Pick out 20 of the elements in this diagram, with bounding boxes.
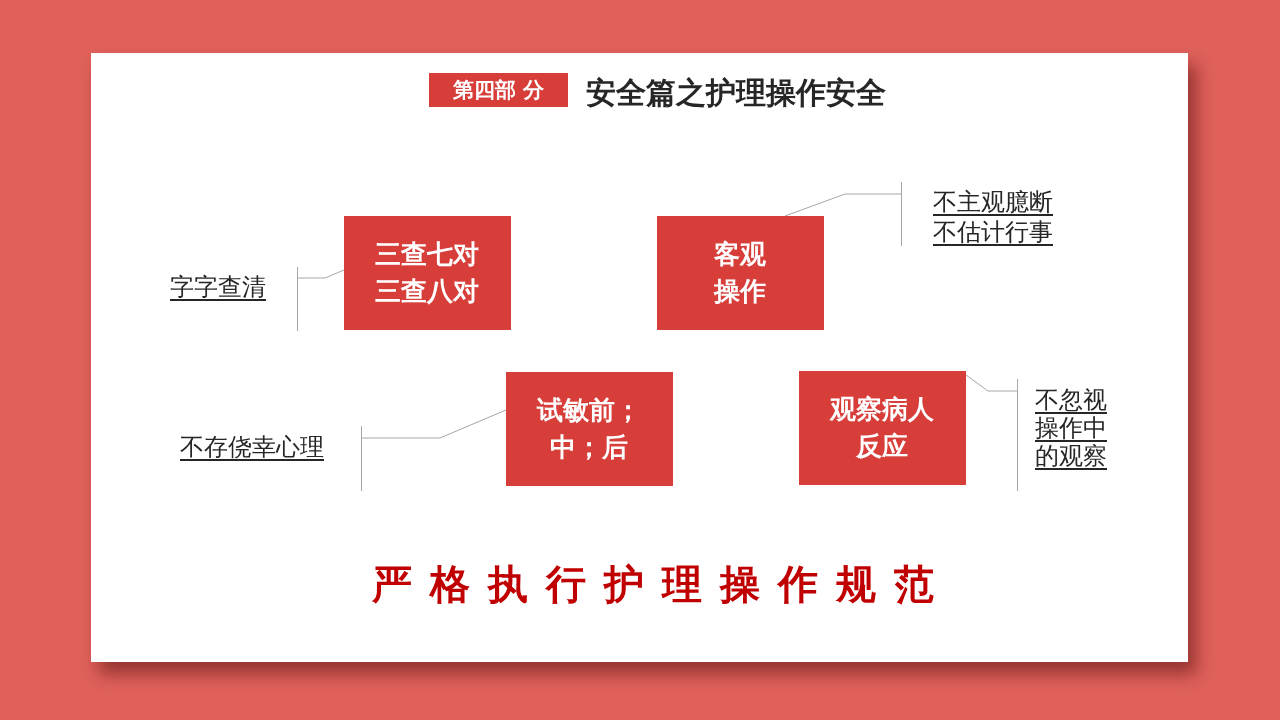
topic-box — [657, 216, 824, 330]
topic-text: 客观操作 — [713, 238, 768, 308]
leader-line — [784, 193, 902, 217]
topic-box — [799, 371, 966, 485]
tag-text: 第四部 分 — [452, 77, 545, 103]
topic-box — [506, 372, 673, 486]
annotation-text: 不存侥幸心理 — [180, 433, 325, 462]
annotation-text: 字字查清 — [170, 273, 267, 302]
topic-text: 观察病人反应 — [829, 393, 936, 463]
leader-line — [297, 269, 345, 279]
leader-line — [361, 409, 507, 439]
topic-text: 试敏前；中；后 — [536, 394, 643, 464]
slide-title: 安全篇之护理操作安全 — [586, 75, 886, 111]
annotation-text: 不忽视操作中的观察 — [1035, 386, 1108, 470]
annotation-text: 不主观臆断不估计行事 — [933, 187, 1054, 247]
topic-box — [344, 216, 511, 330]
topic-text: 三查七对三查八对 — [374, 238, 481, 308]
leader-line — [965, 374, 1018, 392]
section-tag — [429, 73, 568, 107]
slogan-text: 严格执行护理操作规范 — [372, 560, 952, 608]
